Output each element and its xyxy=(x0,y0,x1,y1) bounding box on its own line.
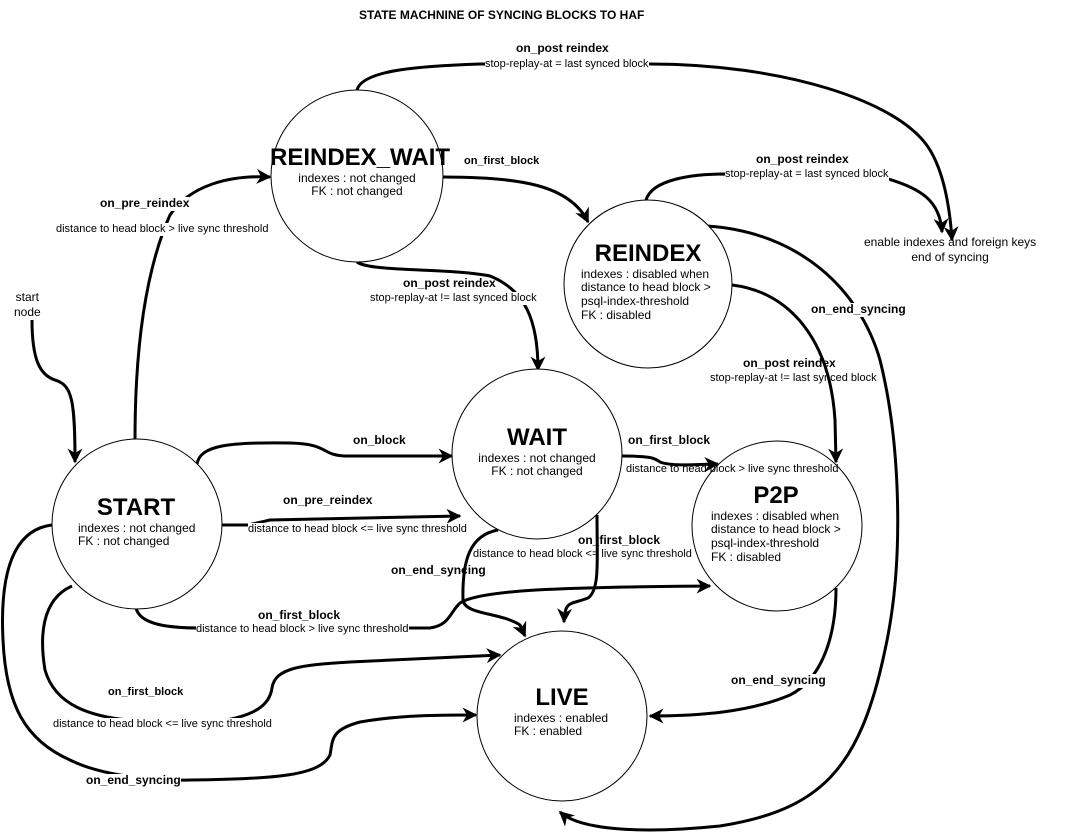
edge-wait-to-live-first-block xyxy=(557,514,599,624)
transition-event-label: on_post reindex xyxy=(516,41,609,55)
transition-event-label: on_end_syncing xyxy=(811,302,906,317)
edge-wait-to-p2p xyxy=(621,454,720,472)
end-label-line-2: end of syncing xyxy=(911,250,989,264)
state-name: START xyxy=(96,494,176,521)
transition-event-label: on_post reindex xyxy=(403,276,496,290)
transition-condition-label: distance to head block > live sync thres… xyxy=(626,463,839,475)
state-name: P2P xyxy=(753,482,799,509)
transition-event-label: on_post reindex xyxy=(743,356,836,370)
state-live-circle[interactable] xyxy=(476,630,648,802)
state-desc-line: FK : disabled xyxy=(711,549,782,564)
state-desc-line: distance to head block > xyxy=(581,280,711,295)
state-p2p-circle[interactable] xyxy=(691,440,863,612)
state-p2p: P2P indexes : disabled when distance to … xyxy=(711,482,861,565)
edge-reindex-to-live xyxy=(558,224,900,832)
state-desc-line: FK : enabled xyxy=(514,724,583,739)
edge-start-to-reindex-wait xyxy=(133,168,272,441)
transition-condition-label: stop-replay-at != last synced block xyxy=(710,372,877,384)
transition-condition-label: distance to head block <= live sync thre… xyxy=(248,523,467,536)
edge-wait-to-live-end-syncing xyxy=(461,528,527,638)
transition-event-label: on_end_syncing xyxy=(86,773,181,788)
transition-event-label: on_post reindex xyxy=(756,152,849,166)
state-desc-line: FK : not changed xyxy=(78,534,170,549)
transition-event-label: on_first_block xyxy=(258,608,341,622)
end-label-line-1: enable indexes and foreign keys xyxy=(864,235,1037,249)
edge-start-to-p2p xyxy=(134,578,712,630)
state-desc-line: psql-index-threshold xyxy=(581,294,690,309)
state-start: START indexes : not changed FK : not cha… xyxy=(78,494,218,549)
transition-event-label: on_block xyxy=(353,433,406,447)
edge-start-node-to-start xyxy=(30,319,83,464)
start-node-label-line: start xyxy=(15,290,40,304)
transition-condition-label: distance to head block > live sync thres… xyxy=(196,623,409,636)
transition-event-label: on_end_syncing xyxy=(731,673,826,688)
state-reindex-wait: REINDEX_WAIT indexes : not changed FK : … xyxy=(270,144,451,199)
state-desc-line: distance to head block > xyxy=(711,522,841,537)
state-desc-line: psql-index-threshold xyxy=(711,536,820,551)
transition-condition-label: stop-replay-at = last synced block xyxy=(725,168,889,181)
transition-event-label: on_first_block xyxy=(464,155,540,167)
state-desc-line: FK : not changed xyxy=(311,184,403,199)
state-desc-line: indexes : disabled when xyxy=(711,508,840,523)
edge-reindex-wait-to-wait xyxy=(356,260,546,372)
state-name: WAIT xyxy=(507,424,567,451)
edge-reindex-wait-to-end xyxy=(355,62,959,242)
state-wait-circle[interactable] xyxy=(451,368,623,540)
state-desc-line: indexes : disabled when xyxy=(581,266,710,281)
transition-event-label: on_pre_reindex xyxy=(100,196,190,211)
transition-event-label: on_first_block xyxy=(628,433,711,447)
state-desc-line: indexes : not changed xyxy=(298,170,416,185)
state-desc-line: FK : disabled xyxy=(581,307,652,322)
state-name: LIVE xyxy=(535,684,589,711)
edge-start-to-wait-pre-reindex xyxy=(222,508,462,527)
state-live: LIVE indexes : enabled FK : enabled xyxy=(514,684,634,739)
state-start-circle[interactable] xyxy=(51,438,223,610)
transition-condition-label: distance to head block <= live sync thre… xyxy=(53,718,272,731)
state-name: REINDEX xyxy=(594,240,702,267)
edge-start-to-wait-on-block xyxy=(195,441,454,465)
transition-event-label: on_end_syncing xyxy=(391,563,486,577)
edge-start-to-live-first-block xyxy=(41,584,502,723)
edge-reindex-wait-to-reindex xyxy=(442,175,590,224)
state-name: REINDEX_WAIT xyxy=(270,144,451,171)
diagram-title: STATE MACHNINE OF SYNCING BLOCKS TO HAF xyxy=(359,8,645,22)
state-reindex-circle[interactable] xyxy=(563,199,733,369)
transition-condition-label: distance to head block > live sync thres… xyxy=(56,223,269,236)
edge-reindex-to-p2p xyxy=(731,283,844,464)
edge-p2p-to-live xyxy=(648,587,838,724)
start-node-label-line: node xyxy=(14,305,41,319)
state-desc-line: FK : not changed xyxy=(491,464,583,479)
transition-condition-label: stop-replay-at != last synced block xyxy=(370,292,537,305)
start-node-label: start node xyxy=(14,290,41,320)
transition-event-label: on_pre_reindex xyxy=(283,493,373,507)
transition-event-label: on_first_block xyxy=(108,686,184,698)
transition-condition-label: distance to head block <= live sync thre… xyxy=(473,548,692,560)
state-reindex: REINDEX indexes : disabled when distance… xyxy=(581,240,741,323)
end-of-syncing-label: enable indexes and foreign keys end of s… xyxy=(864,235,1036,265)
state-desc-line: indexes : enabled xyxy=(514,710,609,725)
state-desc-line: indexes : not changed xyxy=(478,450,596,465)
state-reindex-wait-circle[interactable] xyxy=(270,89,444,263)
transition-condition-label: stop-replay-at = last synced block xyxy=(485,58,649,71)
state-desc-line: indexes : not changed xyxy=(78,520,196,535)
transition-event-label: on_first_block xyxy=(578,533,661,547)
state-wait: WAIT indexes : not changed FK : not chan… xyxy=(462,424,612,479)
